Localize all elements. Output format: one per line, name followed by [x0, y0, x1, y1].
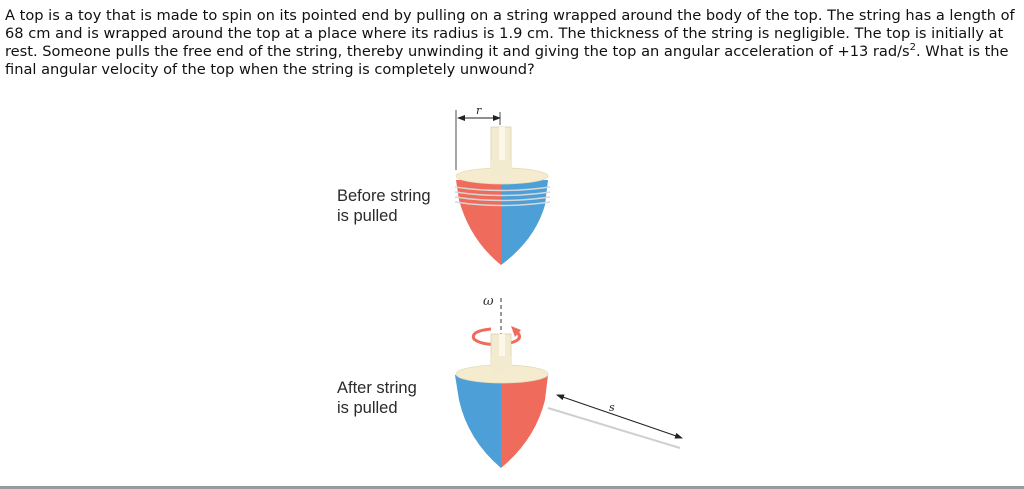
string-length-dimension — [556, 394, 683, 439]
problem-exponent: 2 — [909, 42, 917, 53]
caption-before-line1: Before string — [337, 187, 431, 205]
top-after-body-blue — [455, 375, 501, 468]
problem-body: A top is a toy that is made to spin on i… — [5, 7, 1015, 60]
problem-question: . What is the final angular velocity of … — [5, 43, 1009, 78]
caption-after-line1: After string — [337, 379, 417, 397]
spinning-top-figure: r ω — [454, 104, 683, 468]
string-windings — [454, 186, 551, 207]
bottom-divider — [0, 486, 1024, 489]
omega-label: ω — [483, 294, 494, 309]
top-before: r — [454, 104, 551, 265]
top-after: ω s — [455, 294, 683, 468]
rotation-arrow — [471, 327, 521, 346]
top-after-body-red — [501, 375, 548, 468]
problem-text: A top is a toy that is made to spin on i… — [5, 7, 1017, 79]
caption-before: Before string is pulled — [337, 186, 431, 226]
top-before-body-blue — [501, 180, 548, 265]
caption-after-line2: is pulled — [337, 399, 398, 417]
caption-before-line2: is pulled — [337, 207, 398, 225]
string-length-label: s — [609, 401, 615, 414]
unwound-string — [547, 407, 681, 449]
top-before-body-red — [456, 180, 501, 265]
caption-after: After string is pulled — [337, 378, 417, 418]
radius-label: r — [476, 104, 482, 117]
